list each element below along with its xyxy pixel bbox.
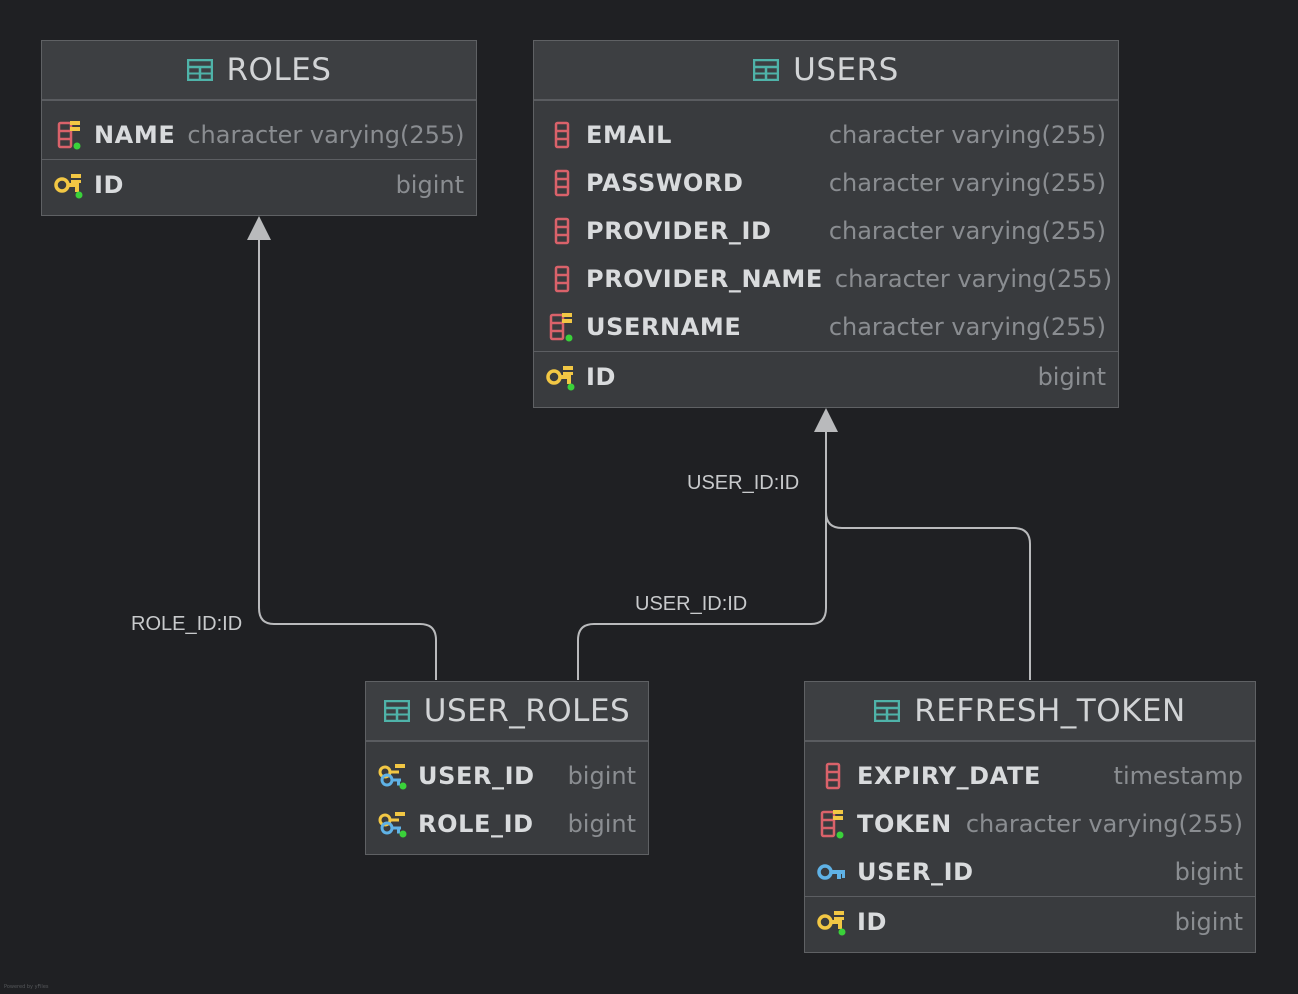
column-row[interactable]: NAME character varying(255) <box>42 111 476 159</box>
column-unique-icon <box>544 312 580 342</box>
column-type: bigint <box>567 762 636 790</box>
column-type: character varying(255) <box>828 313 1106 341</box>
column-type: bigint <box>395 171 464 199</box>
column-name: EXPIRY_DATE <box>857 762 1041 790</box>
column-row[interactable]: USER_ID bigint <box>366 752 648 800</box>
column-name: PASSWORD <box>586 169 744 197</box>
column-row[interactable]: ROLE_ID bigint <box>366 800 648 848</box>
table-title: REFRESH_TOKEN <box>914 693 1186 729</box>
column-row[interactable]: USER_ID bigint <box>805 848 1255 896</box>
table-icon <box>874 700 901 722</box>
column-type: character varying(255) <box>965 810 1243 838</box>
edge-user-roles-to-roles <box>258 238 437 680</box>
table-icon <box>753 59 780 81</box>
column-name: ID <box>857 908 888 936</box>
column-type: bigint <box>1174 858 1243 886</box>
column-type: bigint <box>567 810 636 838</box>
column-list: NAME character varying(255) ID bigint <box>42 111 476 210</box>
table-header-user-roles[interactable]: USER_ROLES <box>366 682 648 742</box>
column-row[interactable]: TOKEN character varying(255) <box>805 800 1255 848</box>
column-type: character varying(255) <box>828 169 1106 197</box>
column-type: character varying(255) <box>828 121 1106 149</box>
table-icon <box>186 59 213 81</box>
footer-credit: Powered by yFiles <box>4 984 49 990</box>
column-name: ID <box>586 363 617 391</box>
column-list: EMAIL character varying(255) PASSWORD chara… <box>534 111 1118 402</box>
column-name: USER_ID <box>857 858 974 886</box>
table-title: USER_ROLES <box>423 693 631 729</box>
column-name: PROVIDER_NAME <box>586 265 823 293</box>
table-header-users[interactable]: USERS <box>534 41 1118 101</box>
foreign-key-icon <box>815 857 851 887</box>
primary-foreign-key-icon <box>376 761 412 791</box>
column-icon <box>544 120 580 150</box>
column-row[interactable]: PROVIDER_ID character varying(255) <box>534 207 1118 255</box>
primary-key-icon <box>544 362 580 392</box>
column-row[interactable]: PASSWORD character varying(255) <box>534 159 1118 207</box>
table-title: USERS <box>793 52 899 88</box>
column-type: timestamp <box>1113 762 1243 790</box>
table-header-refresh-token[interactable]: REFRESH_TOKEN <box>805 682 1255 742</box>
key-separator <box>534 351 1118 352</box>
column-name: NAME <box>94 121 176 149</box>
edge-refresh-token-to-users <box>825 511 1031 680</box>
edge-user-roles-to-users <box>577 430 827 680</box>
column-type: bigint <box>1037 363 1106 391</box>
key-separator <box>805 896 1255 897</box>
column-icon <box>815 761 851 791</box>
column-name: USER_ID <box>418 762 535 790</box>
column-name: ROLE_ID <box>418 810 534 838</box>
table-roles[interactable]: ROLES NAME character varying(255) ID bigint <box>41 40 477 216</box>
column-row[interactable]: PROVIDER_NAME character varying(255) <box>534 255 1118 303</box>
table-icon <box>383 700 410 722</box>
column-row[interactable]: USERNAME character varying(255) <box>534 303 1118 351</box>
column-name: TOKEN <box>857 810 952 838</box>
column-icon <box>544 264 580 294</box>
column-name: PROVIDER_ID <box>586 217 772 245</box>
column-type: character varying(255) <box>828 217 1106 245</box>
column-type: character varying(255) <box>834 265 1113 293</box>
edge-label-role-id: ROLE_ID:ID <box>131 613 243 635</box>
column-unique-icon <box>52 120 88 150</box>
table-header-roles[interactable]: ROLES <box>42 41 476 101</box>
column-row[interactable]: ID bigint <box>534 352 1118 402</box>
column-icon <box>544 216 580 246</box>
column-icon <box>544 168 580 198</box>
table-title: ROLES <box>226 52 332 88</box>
column-name: USERNAME <box>586 313 742 341</box>
column-type: bigint <box>1174 908 1243 936</box>
column-name: EMAIL <box>586 121 673 149</box>
edge-label-refresh-token-user-id: USER_ID:ID <box>687 472 800 494</box>
primary-key-icon <box>815 907 851 937</box>
column-row[interactable]: EXPIRY_DATE timestamp <box>805 752 1255 800</box>
column-row[interactable]: EMAIL character varying(255) <box>534 111 1118 159</box>
column-name: ID <box>94 171 125 199</box>
column-unique-icon <box>815 809 851 839</box>
primary-foreign-key-icon <box>376 809 412 839</box>
column-row[interactable]: ID bigint <box>805 897 1255 947</box>
column-type: character varying(255) <box>187 121 465 149</box>
key-separator <box>42 159 476 160</box>
edge-arrowhead-roles <box>247 216 271 240</box>
primary-key-icon <box>52 170 88 200</box>
edge-arrowhead-users <box>814 408 838 432</box>
column-row[interactable]: ID bigint <box>42 160 476 210</box>
edge-label-user-roles-user-id: USER_ID:ID <box>635 593 748 615</box>
